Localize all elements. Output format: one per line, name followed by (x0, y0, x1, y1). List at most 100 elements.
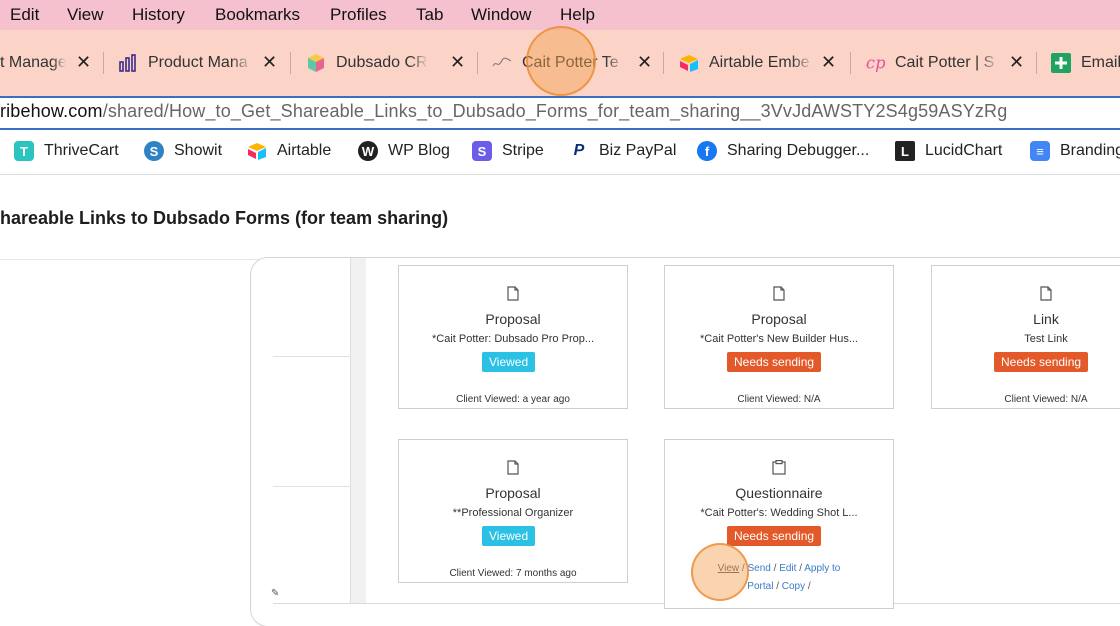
facebook-icon: f (697, 141, 717, 161)
stripe-icon: S (472, 141, 492, 161)
menu-history[interactable]: History (132, 5, 185, 24)
separator: / (805, 581, 811, 592)
close-icon[interactable]: ✕ (637, 52, 653, 72)
form-card-proposal-professional-organizer[interactable]: Proposal **Professional Organizer Viewed… (398, 439, 628, 583)
bookmark-sharing-debugger[interactable]: f Sharing Debugger... (697, 141, 869, 161)
airtable-icon (247, 141, 267, 161)
bookmarks-bar: T ThriveCart S Showit Airtable W WP Blog… (0, 131, 1120, 175)
apply-to-portal-link-cont[interactable]: Portal (747, 581, 774, 592)
dubsado-cube-icon (306, 53, 326, 73)
close-icon[interactable]: ✕ (821, 52, 837, 72)
view-link[interactable]: View (717, 563, 740, 574)
menu-help[interactable]: Help (560, 5, 595, 24)
paypal-icon: P (573, 142, 585, 159)
status-badge: Needs sending (727, 526, 822, 546)
menu-window[interactable]: Window (471, 5, 532, 24)
tab-1[interactable]: Product Mana ✕ (118, 48, 277, 78)
menu-edit[interactable]: Edit (10, 5, 40, 24)
edit-link[interactable]: Edit (779, 563, 797, 574)
tab-4[interactable]: Airtable Embe ✕ (679, 48, 836, 78)
card-type: Proposal (751, 311, 807, 327)
cp-logo-icon: cp (865, 53, 885, 73)
bookmark-label: Sharing Debugger... (727, 142, 870, 159)
card-type: Questionnaire (735, 485, 823, 501)
showit-icon: S (144, 141, 164, 161)
tab-separator (850, 52, 851, 74)
menu-profiles[interactable]: Profiles (330, 5, 387, 24)
status-badge: Needs sending (727, 352, 822, 372)
menu-tab[interactable]: Tab (416, 5, 444, 24)
tab-0[interactable]: t Manage ✕ (0, 48, 91, 78)
form-card-proposal-dubsado-pro[interactable]: Proposal *Cait Potter: Dubsado Pro Prop.… (398, 265, 628, 409)
separator: / (773, 581, 782, 592)
tab-3-active[interactable]: Cait Potter Te ✕ (492, 48, 652, 78)
bookmark-stripe[interactable]: S Stripe (472, 141, 544, 161)
tab-5[interactable]: cp Cait Potter | S ✕ (865, 48, 1024, 78)
bookmark-wp-blog[interactable]: W WP Blog (358, 141, 450, 161)
page-title: hareable Links to Dubsado Forms (for tea… (0, 208, 449, 228)
bookmark-lucidchart[interactable]: L LucidChart (895, 141, 1002, 161)
close-icon[interactable]: ✕ (450, 52, 466, 72)
tab-label: Cait Potter | S (895, 54, 995, 71)
bookmark-thrivecart[interactable]: T ThriveCart (14, 141, 119, 161)
document-icon (399, 286, 627, 304)
bookmark-airtable[interactable]: Airtable (247, 141, 331, 161)
card-name: *Cait Potter: Dubsado Pro Prop... (431, 333, 595, 345)
url-host: ribehow.com (0, 101, 103, 121)
tab-2[interactable]: Dubsado CRM ✕ (306, 48, 465, 78)
menu-bar: Edit View History Bookmarks Profiles Tab… (0, 0, 1120, 30)
card-footer: Client Viewed: 7 months ago (449, 568, 577, 579)
tab-6[interactable]: Email (1051, 48, 1120, 78)
tab-label: Airtable Embe (709, 54, 810, 71)
url-text[interactable]: ribehow.com/shared/How_to_Get_Shareable_… (0, 101, 1007, 122)
bar-chart-icon (118, 53, 138, 73)
tab-separator (290, 52, 291, 74)
address-bar[interactable]: ribehow.com/shared/How_to_Get_Shareable_… (0, 96, 1120, 130)
separator: / (770, 563, 780, 574)
bookmark-label: Branding (1060, 142, 1120, 159)
close-icon[interactable]: ✕ (262, 52, 278, 72)
bookmark-branding[interactable]: ≡ Branding (1030, 141, 1120, 161)
plus-square-icon (1051, 53, 1071, 73)
close-icon[interactable]: ✕ (1009, 52, 1025, 72)
form-card-link-test[interactable]: Link Test Link Needs sending Client View… (931, 265, 1120, 409)
screenshot-frame: ✎ Proposal *Cait Potter: Dubsado Pro Pro… (250, 257, 1120, 626)
document-icon (399, 460, 627, 478)
menu-view[interactable]: View (67, 5, 104, 24)
form-card-questionnaire-wedding[interactable]: Questionnaire *Cait Potter's: Wedding Sh… (664, 439, 894, 609)
send-link[interactable]: Send (747, 563, 771, 574)
form-card-proposal-new-builder[interactable]: Proposal *Cait Potter's New Builder Hus.… (664, 265, 894, 409)
copy-link[interactable]: Copy (781, 581, 806, 592)
tab-label: Product Mana (148, 54, 248, 71)
card-type: Link (1033, 311, 1059, 327)
document-icon (932, 286, 1120, 304)
card-name: *Cait Potter's New Builder Hus... (700, 333, 858, 345)
tab-separator (663, 52, 664, 74)
bookmark-label: WP Blog (388, 142, 450, 159)
pencil-icon: ✎ (271, 588, 280, 599)
close-icon[interactable]: ✕ (76, 52, 92, 72)
tab-label: Dubsado CRM (336, 54, 428, 71)
airtable-icon (679, 53, 699, 73)
bookmark-label: Airtable (277, 142, 332, 159)
tab-separator (103, 52, 104, 74)
bookmark-label: Showit (174, 142, 223, 159)
left-pane (273, 258, 351, 603)
tab-separator (1036, 52, 1037, 74)
menu-bookmarks[interactable]: Bookmarks (215, 5, 301, 24)
bookmark-showit[interactable]: S Showit (144, 141, 222, 161)
gutter (351, 258, 366, 603)
divider (273, 486, 351, 487)
clipboard-icon (665, 460, 893, 478)
card-footer: Client Viewed: a year ago (456, 394, 570, 405)
bookmark-label: Stripe (502, 142, 544, 159)
bookmark-biz-paypal[interactable]: P Biz PayPal (569, 141, 677, 161)
signature-icon (492, 53, 512, 73)
status-badge: Viewed (482, 526, 536, 546)
apply-to-portal-link[interactable]: Apply to (804, 563, 841, 574)
card-name: **Professional Organizer (452, 507, 574, 519)
url-path: /shared/How_to_Get_Shareable_Links_to_Du… (102, 101, 1008, 121)
card-footer: Client Viewed: N/A (737, 394, 821, 405)
wordpress-icon: W (358, 141, 378, 161)
